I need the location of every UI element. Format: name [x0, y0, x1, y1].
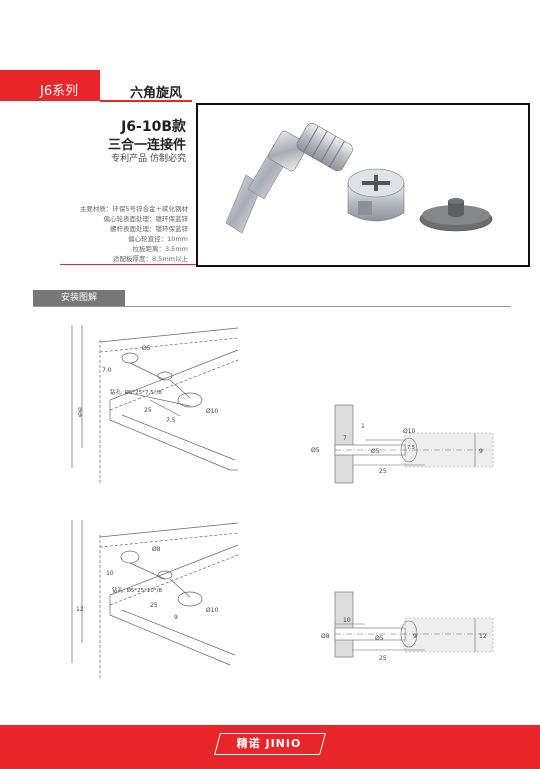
d2s-ten: 10: [343, 617, 351, 624]
d1-cam-dia: Ø10: [206, 408, 219, 415]
diagram2-section: Ø8 10 Ø5 9 12 25: [321, 591, 494, 662]
d1s-d10: Ø10: [403, 428, 416, 435]
d1-side-9: 9: [78, 412, 82, 419]
spec-cam-finish: 偏心轮表面处理：镀环保蓝锌: [103, 215, 189, 223]
spec-bolt-finish: 螺杆表面处理：镀环保蓝锌: [110, 225, 188, 233]
d1s-seven: 7: [343, 435, 347, 442]
diagram1-isometric: Ø5 7.0 钻孔: Ø5*25*7.5°/8 9 25 7.5 Ø10: [71, 325, 239, 485]
d1-depth: 7.0: [102, 367, 112, 374]
d2-drill-note: 钻孔: Ø5*25*10°/8: [112, 586, 163, 594]
d2-thickness: 12: [76, 606, 84, 613]
d1s-d5: Ø5: [311, 447, 320, 454]
d1s-one: 1: [361, 423, 365, 430]
diagram1-section: Ø10 Ø5 1 7 Ø5 7.5 25 9: [311, 404, 494, 484]
product-model: J6-10B款: [121, 119, 186, 135]
d1s-len: 25: [379, 468, 387, 475]
d2-len9: 9: [174, 614, 178, 621]
d1-drill-note: 钻孔: Ø5*25*7.5°/8: [110, 388, 162, 396]
install-tab: 安装图解: [33, 290, 125, 306]
cam-lock-icon: [347, 168, 405, 222]
spec-pull-distance: 拉板距离：3.5mm: [132, 245, 188, 253]
product-photo: [225, 123, 493, 234]
install-divider: [33, 306, 511, 307]
section-title: 六角旋风: [130, 86, 183, 101]
series-label: J6系列: [40, 84, 79, 99]
d2s-d5: Ø5: [375, 635, 384, 642]
product-photo-frame: [196, 103, 530, 267]
d2s-twelve: 12: [479, 633, 487, 640]
d1s-nine: 9: [479, 448, 483, 455]
d2-hole-dia: Ø8: [152, 546, 161, 553]
diagram2-isometric: Ø8 10 钻孔: Ø5*25*10°/8 12 25 9 Ø10: [71, 520, 239, 680]
bolt-icon: [225, 123, 353, 234]
d2s-nine: 9: [413, 633, 417, 640]
d2s-d8: Ø8: [321, 633, 330, 640]
d1s-small-d: Ø5: [371, 448, 380, 455]
spec-underline: [60, 264, 196, 265]
series-banner: [0, 70, 100, 101]
d1-thickness: 9: [78, 407, 82, 414]
d2-len25: 25: [150, 602, 158, 609]
d2s-len: 25: [379, 655, 387, 662]
spec-board-thickness: 适配板厚度：8.5mm以上: [112, 255, 188, 263]
d2-cam-dia: Ø10: [206, 607, 219, 614]
d1-len7: 7.5: [166, 417, 176, 424]
spec-material: 主要材质：环保5号锌合金＋碳化钢材: [79, 205, 188, 213]
d1s-sub: 7.5: [407, 445, 415, 451]
product-subtitle: 三合一连接件: [107, 138, 186, 153]
d2-depth: 10: [106, 570, 114, 577]
brand-logo: 精诺 JINIO: [236, 737, 302, 750]
header-divider: [100, 100, 192, 102]
d1-hole-dia: Ø5: [142, 345, 151, 352]
spec-cam-diameter: 偏心轮直径：10mm: [128, 235, 188, 243]
d1-len25: 25: [144, 407, 152, 414]
footer-bar: [0, 725, 540, 769]
cover-cap-icon: [419, 198, 493, 232]
patent-note: 专利产品 仿制必究: [111, 154, 186, 164]
